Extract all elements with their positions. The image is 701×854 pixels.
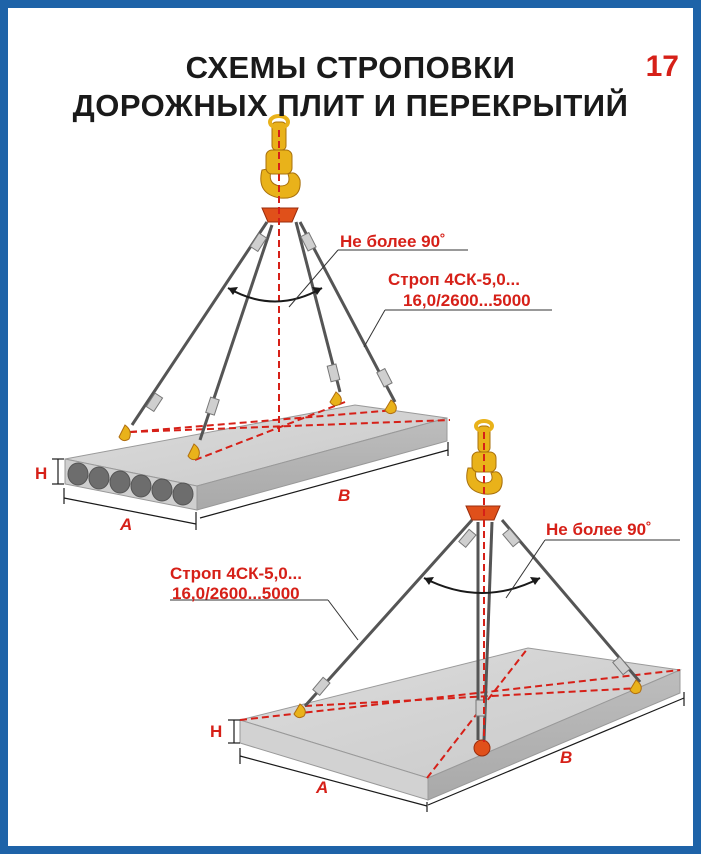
top-sling-label-line1: Строп 4СК-5,0... bbox=[388, 270, 520, 289]
bottom-sling-label-line2: 16,0/2600...5000 bbox=[172, 584, 300, 603]
bottom-crane-hook-icon bbox=[465, 419, 503, 521]
top-dim-h: H bbox=[35, 464, 48, 483]
top-dim-a: A bbox=[120, 515, 133, 534]
top-slab-diagonals bbox=[129, 401, 451, 461]
title-line-1: СХЕМЫ СТРОПОВКИ bbox=[185, 50, 516, 85]
bottom-dim-b: B bbox=[560, 748, 573, 767]
bottom-slab-diagram bbox=[170, 419, 685, 812]
top-slab-diagram bbox=[52, 114, 552, 530]
top-crane-hook-icon bbox=[260, 114, 301, 223]
bottom-dim-a: A bbox=[316, 778, 329, 797]
bottom-angle-label: Не более 90˚ bbox=[546, 520, 652, 539]
top-angle-label: Не более 90˚ bbox=[340, 232, 446, 251]
hollow-cores bbox=[67, 462, 194, 506]
top-dim-b: B bbox=[338, 486, 351, 505]
top-sling-label-line2: 16,0/2600...5000 bbox=[403, 291, 531, 310]
bottom-sling-label-line1: Строп 4СК-5,0... bbox=[170, 564, 302, 583]
bottom-dim-h: H bbox=[210, 722, 223, 741]
bottom-slab-end-face bbox=[239, 719, 429, 801]
sheet-number: 17 bbox=[645, 50, 679, 83]
title-line-2: ДОРОЖНЫХ ПЛИТ И ПЕРЕКРЫТИЙ bbox=[72, 88, 629, 123]
top-angle-arc bbox=[227, 287, 323, 303]
